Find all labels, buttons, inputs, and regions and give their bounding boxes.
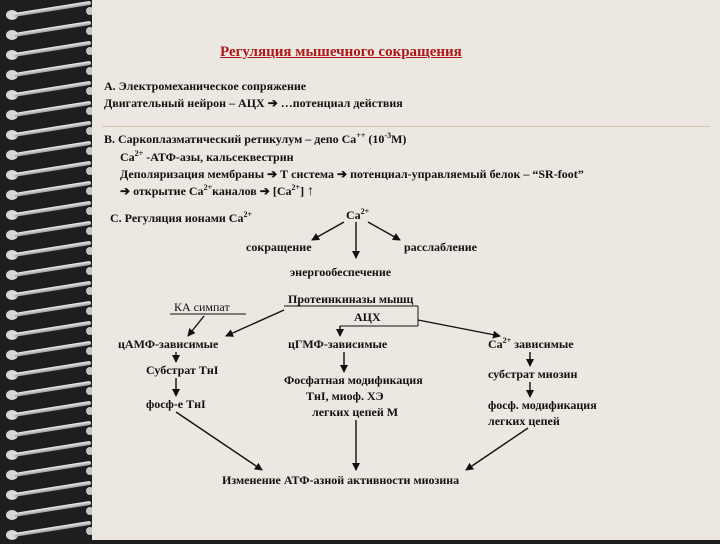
arrow-ca-to-relaxation xyxy=(368,222,400,240)
arrow-phoslc-to-result xyxy=(466,428,528,470)
arrow-ca-to-contraction xyxy=(312,222,344,240)
arrow-pk-to-ca-dep xyxy=(418,320,500,336)
arrow-ka-to-camp xyxy=(188,316,204,336)
arrow-phos-tni-to-result xyxy=(176,412,262,470)
